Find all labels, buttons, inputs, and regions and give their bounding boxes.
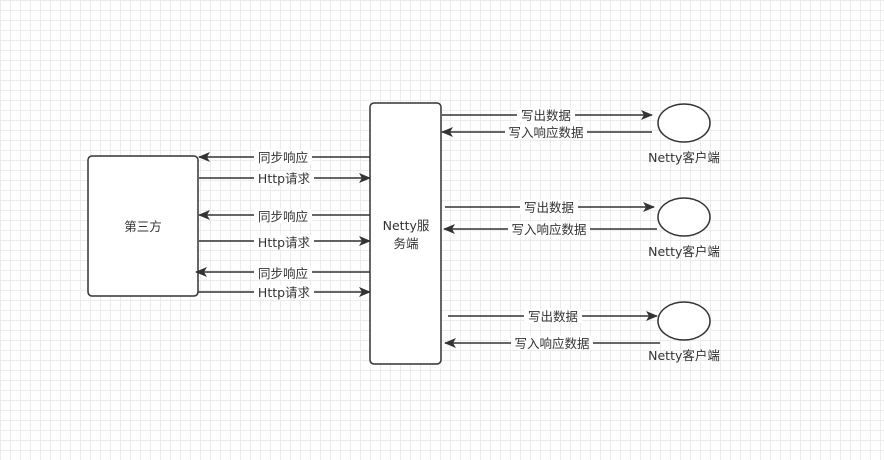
edge-write-in-2[interactable]: 写入响应数据 bbox=[443, 222, 657, 237]
edge-write-out-3[interactable]: 写出数据 bbox=[448, 309, 658, 324]
third-party-node[interactable]: 第三方 bbox=[87, 155, 199, 297]
edge-label-http-request-3: Http请求 bbox=[258, 285, 311, 300]
edge-write-in-1[interactable]: 写入响应数据 bbox=[441, 125, 652, 140]
netty-server-node[interactable]: Netty服 务端 bbox=[369, 102, 442, 365]
edge-sync-response-2[interactable]: 同步响应 bbox=[198, 209, 370, 224]
edge-label-write-out-3: 写出数据 bbox=[528, 309, 578, 324]
edge-label-write-in-2: 写入响应数据 bbox=[511, 222, 586, 237]
edge-http-request-1[interactable]: Http请求 bbox=[199, 171, 371, 186]
edge-label-sync-response-1: 同步响应 bbox=[258, 150, 308, 165]
edge-label-write-out-2: 写出数据 bbox=[524, 200, 574, 215]
netty-server-label-line2: 务端 bbox=[393, 236, 418, 251]
netty-client-label-2: Netty客户端 bbox=[648, 244, 720, 259]
netty-client-node-1[interactable]: Netty客户端 bbox=[648, 103, 720, 165]
edge-write-out-1[interactable]: 写出数据 bbox=[442, 108, 653, 123]
third-party-label: 第三方 bbox=[124, 219, 162, 234]
edge-sync-response-1[interactable]: 同步响应 bbox=[198, 150, 370, 165]
edge-http-request-2[interactable]: Http请求 bbox=[199, 235, 371, 250]
edge-label-write-in-3: 写入响应数据 bbox=[514, 336, 589, 351]
netty-client-node-3[interactable]: Netty客户端 bbox=[648, 301, 720, 363]
edge-http-request-3[interactable]: Http请求 bbox=[198, 285, 371, 300]
edge-label-write-out-1: 写出数据 bbox=[521, 108, 571, 123]
netty-server-label-line1: Netty服 bbox=[383, 218, 430, 233]
netty-client-label-3: Netty客户端 bbox=[648, 348, 720, 363]
edge-write-out-2[interactable]: 写出数据 bbox=[445, 200, 655, 215]
edge-label-http-request-2: Http请求 bbox=[258, 235, 311, 250]
netty-client-label-1: Netty客户端 bbox=[648, 150, 720, 165]
edge-label-sync-response-2: 同步响应 bbox=[258, 209, 308, 224]
edge-label-http-request-1: Http请求 bbox=[258, 171, 311, 186]
edge-label-write-in-1: 写入响应数据 bbox=[508, 125, 583, 140]
netty-client-node-2[interactable]: Netty客户端 bbox=[648, 197, 720, 259]
edge-label-sync-response-3: 同步响应 bbox=[258, 266, 308, 281]
edge-write-in-3[interactable]: 写入响应数据 bbox=[444, 336, 660, 351]
edge-sync-response-3[interactable]: 同步响应 bbox=[195, 266, 370, 281]
